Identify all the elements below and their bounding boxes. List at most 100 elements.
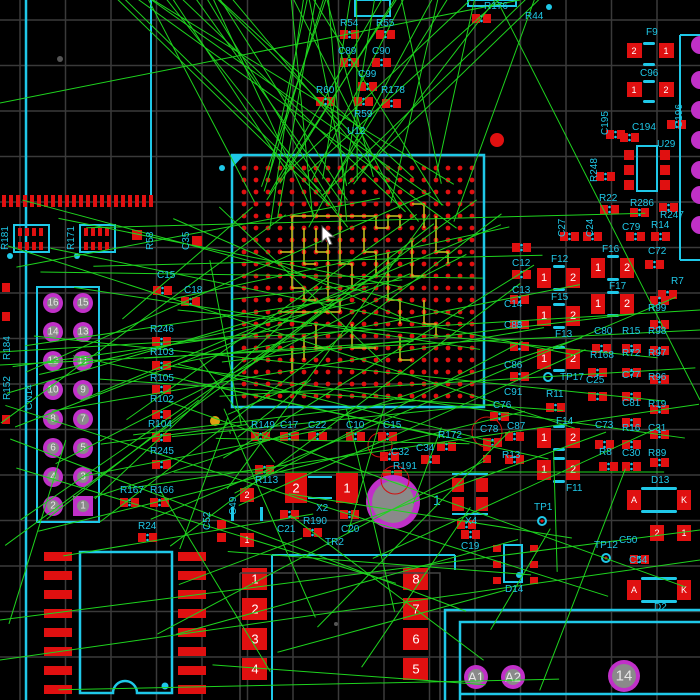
ref-r44: R44 (525, 11, 544, 22)
ref-r172: R172 (438, 430, 462, 441)
svg-text:5: 5 (80, 443, 86, 454)
fiducial-mark (490, 133, 504, 147)
ref-r13: R13 (502, 450, 521, 461)
svg-text:6: 6 (50, 443, 56, 454)
ref-c54: C54 (629, 555, 648, 566)
ref-c25: C25 (586, 375, 605, 386)
ref-r24: R24 (138, 521, 157, 532)
ref-r99: R99 (648, 303, 667, 314)
ref-f13: F13 (555, 329, 573, 340)
ref-r58: R58 (145, 231, 156, 250)
ref-x2: X2 (316, 503, 329, 514)
ref-c32: C32 (391, 447, 410, 458)
ref-c49: C49 (228, 496, 239, 515)
ref-c18: C18 (184, 285, 203, 296)
origin-marker (57, 56, 63, 62)
ref-c72: C72 (648, 246, 667, 257)
ref-r8: R8 (599, 447, 612, 458)
svg-text:2: 2 (570, 353, 576, 365)
svg-text:10: 10 (47, 385, 59, 396)
svg-text:1: 1 (541, 432, 547, 444)
ref-c89: C89 (338, 46, 357, 57)
ref-r149: R149 (251, 420, 275, 431)
svg-text:1: 1 (343, 481, 350, 496)
svg-text:1: 1 (251, 572, 258, 587)
svg-text:A: A (631, 495, 637, 505)
ref-c76: C76 (493, 400, 512, 411)
ref-c30: C30 (622, 448, 641, 459)
svg-text:1: 1 (433, 492, 441, 508)
mouse-cursor-icon (321, 224, 336, 246)
ref-r102: R102 (150, 394, 174, 405)
ref-r16: R16 (622, 423, 641, 434)
ref-c194: C194 (632, 122, 656, 133)
svg-text:7: 7 (80, 414, 86, 425)
ref-r7: R7 (671, 276, 684, 287)
ref-r72: R72 (622, 348, 641, 359)
ref-r246: R246 (150, 324, 174, 335)
ref-r168: R168 (590, 350, 614, 361)
ref-c78: C78 (480, 424, 499, 435)
svg-text:1: 1 (80, 501, 86, 512)
svg-text:13: 13 (77, 327, 89, 338)
test-pad (210, 416, 220, 426)
svg-text:2: 2 (570, 432, 576, 444)
ref-r181: R181 (0, 226, 11, 250)
ref-r96: R96 (648, 372, 667, 383)
svg-text:2: 2 (50, 501, 56, 512)
ref-r11: R11 (546, 389, 564, 400)
ref-r22: R22 (599, 193, 618, 204)
ref-tp1: TP1 (534, 502, 553, 513)
ref-tr2: TR2 (325, 537, 344, 548)
ref-c10: C10 (346, 420, 365, 431)
ref-r54: R54 (340, 18, 359, 29)
svg-text:1: 1 (541, 310, 547, 322)
ref-c91: C91 (504, 387, 523, 398)
small-ic-pads (18, 228, 202, 250)
ref-r152: R152 (2, 376, 13, 400)
ref-c24: C24 (585, 218, 596, 237)
ref-d14: D14 (505, 584, 524, 595)
ref-c20: C20 (341, 524, 360, 535)
ref-c79: C79 (622, 222, 641, 233)
ref-d13: D13 (651, 475, 670, 486)
ref-r104: R104 (148, 419, 172, 430)
svg-text:2: 2 (292, 481, 299, 496)
svg-text:8: 8 (50, 414, 56, 425)
svg-text:2: 2 (244, 490, 249, 500)
ref-r248: R248 (589, 158, 600, 182)
ref-r171: R171 (66, 226, 77, 250)
electrolytic-capacitor[interactable]: 1 (366, 416, 503, 529)
ref-f17: F17 (609, 281, 627, 292)
tr2-outline-lower (239, 572, 441, 700)
ref-c15: C15 (157, 270, 176, 281)
ref-r190: R190 (303, 516, 327, 527)
ref-c22: C22 (308, 420, 327, 431)
ref-c86: C86 (504, 360, 523, 371)
pad-strip[interactable] (2, 195, 153, 207)
right-header[interactable] (679, 34, 700, 261)
left-parts (2, 283, 226, 542)
ref-c81: C81 (622, 398, 641, 409)
ref-c31: C31 (648, 423, 667, 434)
ref-f12: F12 (551, 254, 569, 265)
ref-c99: C99 (358, 69, 377, 80)
ref-c52: C52 (202, 511, 213, 530)
ref-c195: C195 (600, 111, 611, 135)
svg-text:1: 1 (541, 353, 547, 365)
ref-c19: C19 (461, 541, 480, 552)
ref-r184: R184 (2, 336, 13, 360)
ref-c96: C96 (640, 68, 659, 79)
ref-f9: F9 (646, 27, 658, 38)
ref-c77: C77 (622, 370, 641, 381)
ref-r176: R176 (484, 1, 508, 12)
ref-r191: R191 (393, 461, 417, 472)
svg-text:4: 4 (50, 472, 56, 483)
svg-text:14: 14 (616, 668, 633, 685)
crystal-x4[interactable] (452, 473, 488, 515)
